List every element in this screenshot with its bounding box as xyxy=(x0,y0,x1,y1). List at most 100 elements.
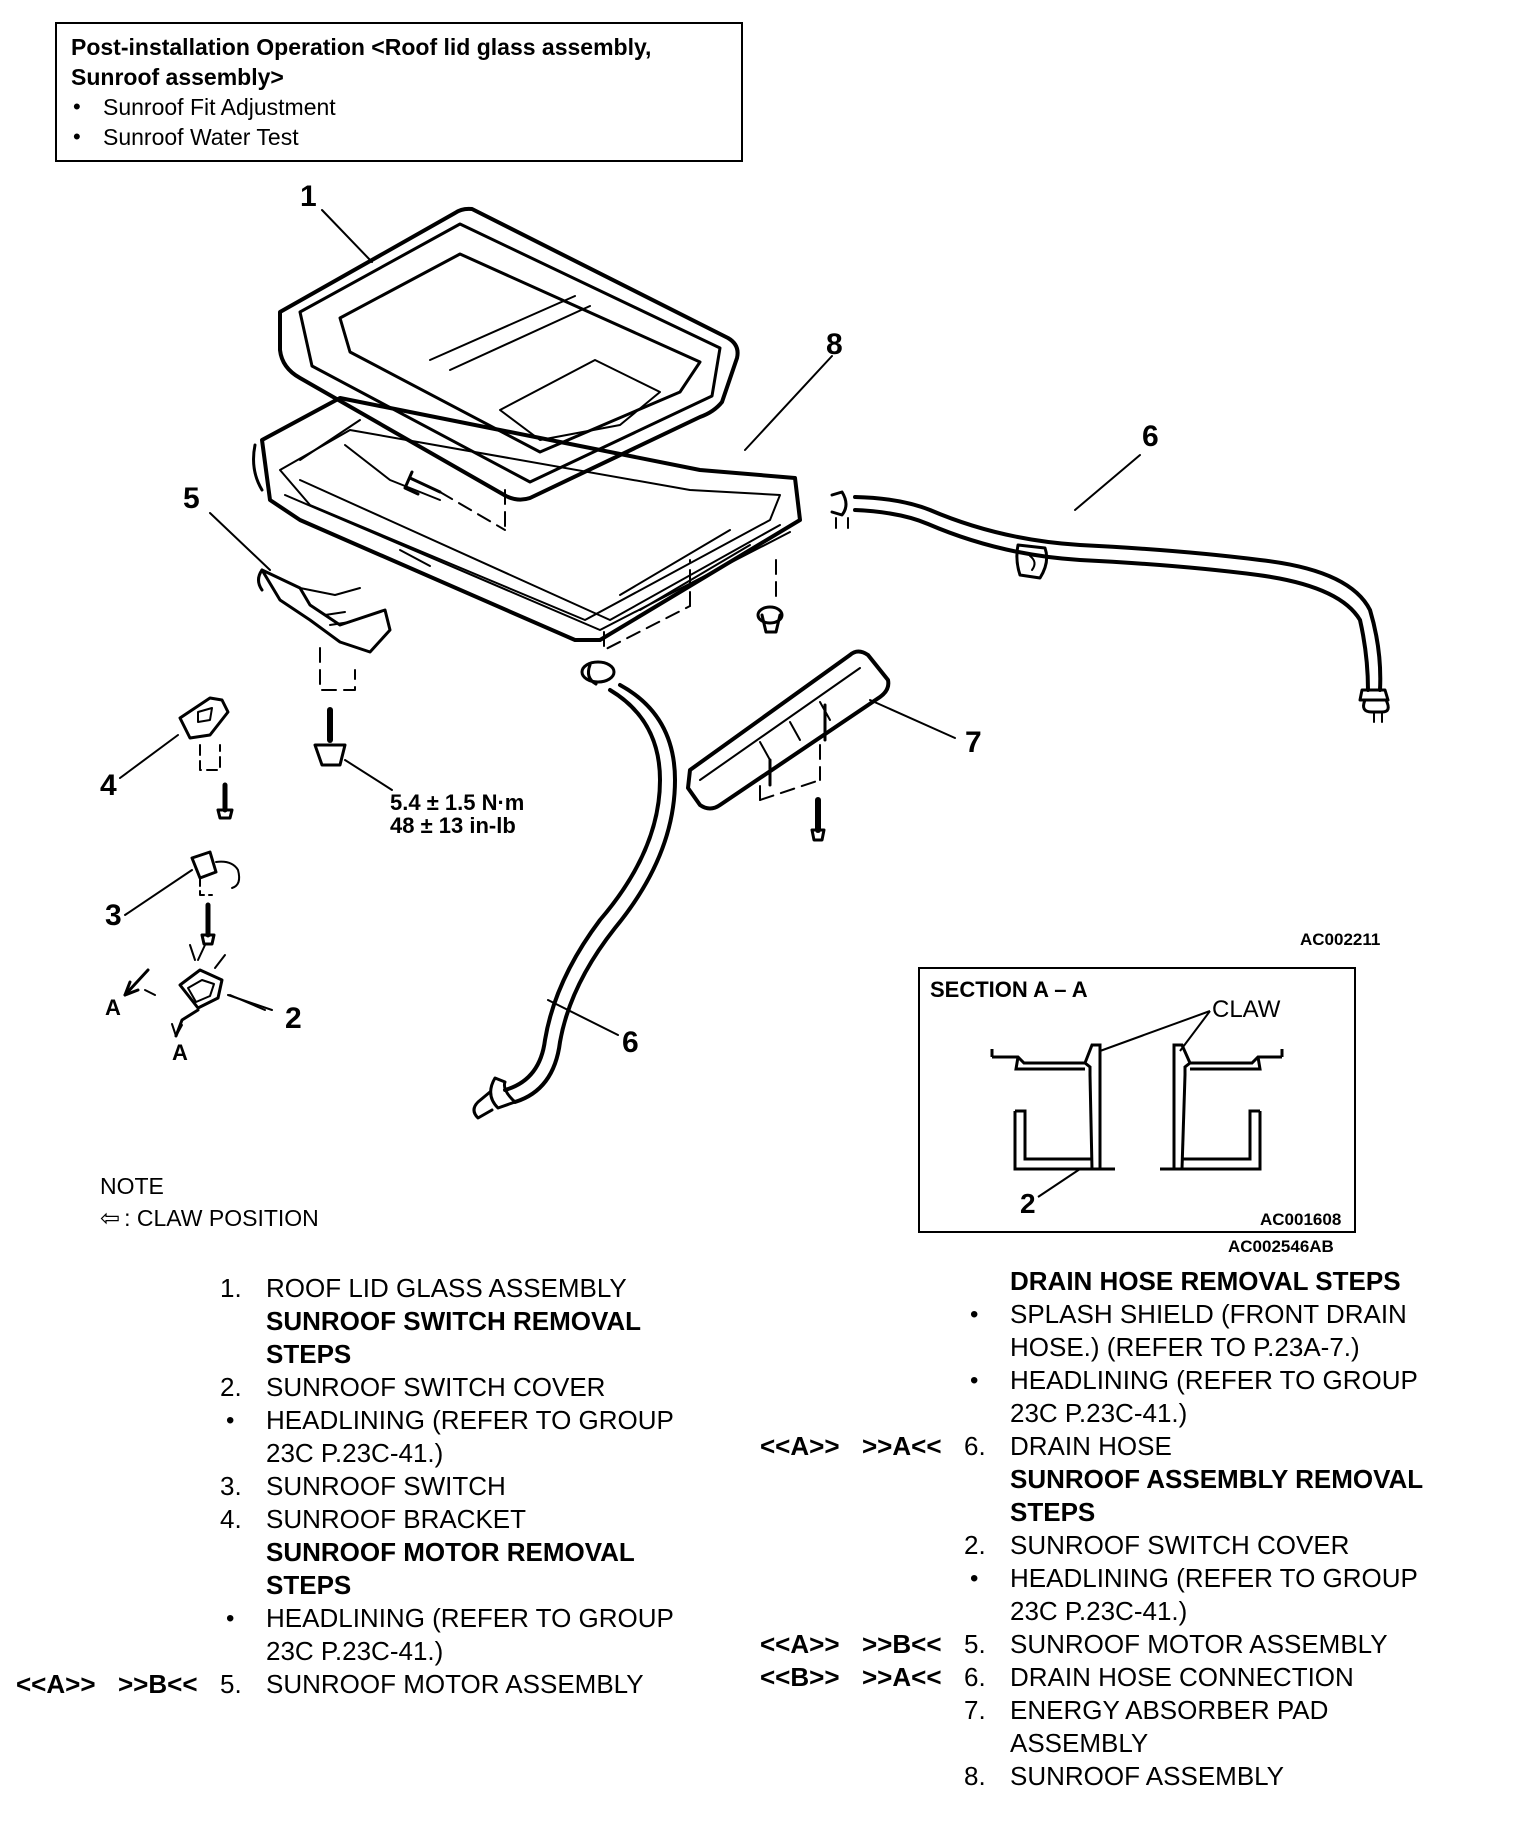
sunroof-motor-assembly xyxy=(257,568,392,691)
step-text: 23C P.23C-41.) xyxy=(1010,1596,1188,1626)
step-service-mark-installation: >>B<< xyxy=(118,1669,198,1699)
energy-absorber-pad-screw xyxy=(810,797,826,842)
step-row: •HEADLINING (REFER TO GROUP xyxy=(740,1364,1536,1397)
step-number: 5. xyxy=(220,1669,242,1699)
frame-bolt xyxy=(403,470,506,531)
step-number: 1. xyxy=(220,1273,242,1303)
note-title: NOTE xyxy=(100,1173,164,1199)
step-row: SUNROOF MOTOR REMOVAL xyxy=(0,1536,720,1569)
section-callout-2: 2 xyxy=(1020,1188,1036,1219)
step-service-mark-removal: <<A>> xyxy=(16,1669,96,1699)
step-text: 23C P.23C-41.) xyxy=(1010,1398,1188,1428)
callout-1: 1 xyxy=(300,180,317,213)
frame-grommet xyxy=(756,605,784,634)
claw-label: CLAW xyxy=(1212,996,1281,1023)
step-row: <<A>> >>A<< 6. DRAIN HOSE xyxy=(740,1430,1536,1463)
step-row: <<A>> >>B<< 5. SUNROOF MOTOR ASSEMBLY xyxy=(0,1668,720,1701)
roof-lid-glass-assembly xyxy=(278,206,740,502)
step-group-heading: STEPS xyxy=(1010,1497,1096,1527)
step-text: ENERGY ABSORBER PAD xyxy=(1010,1695,1329,1725)
sunroof-switch xyxy=(190,850,241,946)
step-text: DRAIN HOSE CONNECTION xyxy=(1010,1662,1354,1692)
step-row: • SPLASH SHIELD (FRONT DRAIN xyxy=(740,1298,1536,1331)
step-row: SUNROOF ASSEMBLY REMOVAL xyxy=(740,1463,1536,1496)
step-bullet: • xyxy=(226,1605,235,1632)
step-text: ROOF LID GLASS ASSEMBLY xyxy=(266,1273,627,1303)
sunroof-switch-cover xyxy=(123,944,266,1038)
step-row: STEPS xyxy=(0,1338,720,1371)
post-installation-item: Sunroof Fit Adjustment xyxy=(71,92,727,122)
step-row: STEPS xyxy=(740,1496,1536,1529)
step-service-mark-installation: >>A<< xyxy=(862,1431,942,1461)
step-group-heading: STEPS xyxy=(266,1570,352,1600)
step-row: <<A>>>>B<<5.SUNROOF MOTOR ASSEMBLY xyxy=(740,1628,1536,1661)
step-text: SPLASH SHIELD (FRONT DRAIN xyxy=(1010,1299,1407,1329)
drain-hose-right xyxy=(830,490,1390,723)
post-installation-item: Sunroof Water Test xyxy=(71,122,727,152)
drain-hose-front xyxy=(472,660,677,1120)
step-group-heading: SUNROOF MOTOR REMOVAL xyxy=(266,1537,635,1567)
right-steps-list: DRAIN HOSE REMOVAL STEPS • SPLASH SHIELD (… xyxy=(740,1265,1536,1793)
section-arrow-label-a2: A xyxy=(172,1040,188,1065)
step-row: 2. SUNROOF SWITCH COVER xyxy=(740,1529,1536,1562)
step-service-mark-installation: >>A<< xyxy=(862,1662,942,1692)
post-installation-title-line2: Sunroof assembly> xyxy=(71,64,284,90)
step-row: <<B>>>>A<<6.DRAIN HOSE CONNECTION xyxy=(740,1661,1536,1694)
step-text: SUNROOF SWITCH COVER xyxy=(1010,1530,1350,1560)
section-title: SECTION A – A xyxy=(930,977,1088,1002)
step-row: 1. ROOF LID GLASS ASSEMBLY xyxy=(0,1272,720,1305)
step-row: • HEADLINING (REFER TO GROUP xyxy=(0,1404,720,1437)
step-number: 6. xyxy=(964,1431,986,1461)
hose-clip xyxy=(1015,543,1049,580)
step-number: 7. xyxy=(964,1695,986,1725)
step-number: 2. xyxy=(964,1530,986,1560)
step-text: SUNROOF BRACKET xyxy=(266,1504,527,1534)
claw-position-arrow-icon: ⇦ xyxy=(100,1205,121,1232)
step-row: 23C P.23C-41.) xyxy=(0,1635,720,1668)
step-text: 23C P.23C-41.) xyxy=(266,1438,444,1468)
figure-ref-overall: AC002546AB xyxy=(1228,1237,1334,1256)
step-text: HEADLINING (REFER TO GROUP xyxy=(266,1405,674,1435)
frame-dashed-lines xyxy=(603,559,777,651)
callout-8: 8 xyxy=(826,328,843,361)
step-number: 4. xyxy=(220,1504,242,1534)
note-legend: ⇦: CLAW POSITION xyxy=(100,1202,319,1235)
sunroof-assembly-frame xyxy=(252,396,802,642)
step-row: 7. ENERGY ABSORBER PAD xyxy=(740,1694,1536,1727)
leader-lines xyxy=(119,209,1141,1036)
section-arrow-label-a1: A xyxy=(105,995,121,1020)
step-row: DRAIN HOSE REMOVAL STEPS xyxy=(740,1265,1536,1298)
step-row: HOSE.) (REFER TO P.23A-7.) xyxy=(740,1331,1536,1364)
step-row: 8.SUNROOF ASSEMBLY xyxy=(740,1760,1536,1793)
step-row: 3. SUNROOF SWITCH xyxy=(0,1470,720,1503)
step-number: 3. xyxy=(220,1471,242,1501)
step-row: 4. SUNROOF BRACKET xyxy=(0,1503,720,1536)
step-text: SUNROOF SWITCH xyxy=(266,1471,506,1501)
step-group-heading: SUNROOF ASSEMBLY REMOVAL xyxy=(1010,1464,1424,1494)
step-row: STEPS xyxy=(0,1569,720,1602)
torque-spec-imperial: 48 ± 13 in-lb xyxy=(390,813,516,838)
step-row: SUNROOF SWITCH REMOVAL xyxy=(0,1305,720,1338)
step-service-mark-removal: <<A>> xyxy=(760,1431,840,1461)
torque-spec-metric: 5.4 ± 1.5 N·m xyxy=(390,790,524,815)
post-installation-box: Post-installation Operation <Roof lid gl… xyxy=(55,22,743,162)
callout-7: 7 xyxy=(965,726,982,759)
step-text: HEADLINING (REFER TO GROUP xyxy=(1010,1365,1418,1395)
step-text: HEADLINING (REFER TO GROUP xyxy=(1010,1563,1418,1593)
step-row: 23C P.23C-41.) xyxy=(0,1437,720,1470)
step-number: 5. xyxy=(964,1629,986,1659)
step-bullet: • xyxy=(970,1301,979,1328)
step-bullet: • xyxy=(226,1407,235,1434)
step-text: ASSEMBLY xyxy=(1010,1728,1149,1758)
step-text: DRAIN HOSE xyxy=(1010,1431,1172,1461)
step-service-mark-removal: <<B>> xyxy=(760,1662,840,1692)
note-legend-text: : CLAW POSITION xyxy=(124,1205,319,1231)
step-group-heading: SUNROOF SWITCH REMOVAL xyxy=(266,1306,642,1336)
step-row: 2.SUNROOF SWITCH COVER xyxy=(0,1371,720,1404)
energy-absorber-pad xyxy=(686,649,891,811)
step-text: SUNROOF MOTOR ASSEMBLY xyxy=(266,1669,644,1699)
step-number: 8. xyxy=(964,1761,986,1791)
step-row: 23C P.23C-41.) xyxy=(740,1595,1536,1628)
